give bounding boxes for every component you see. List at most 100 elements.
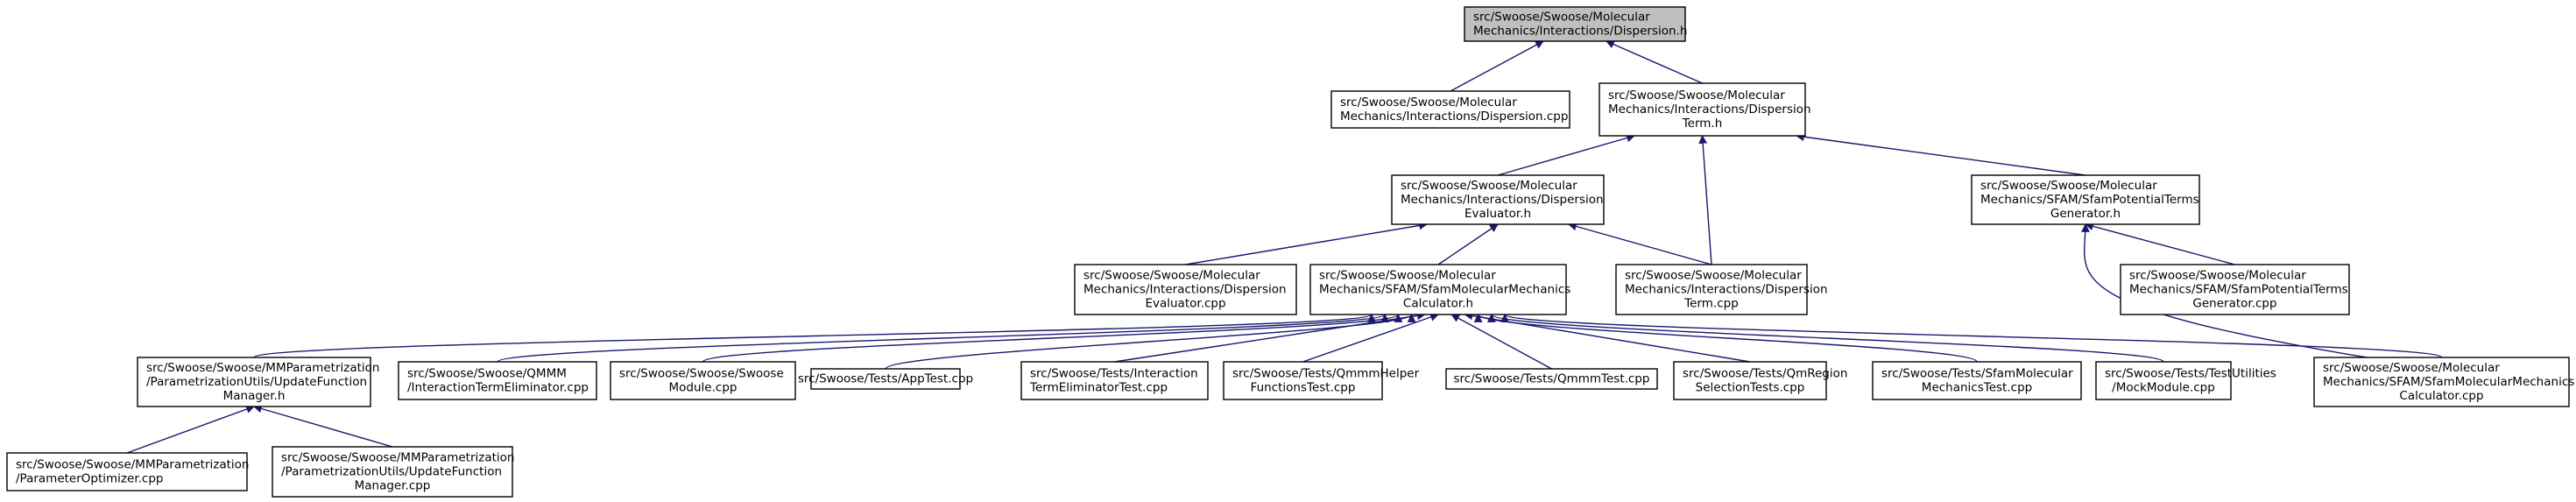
graph-node-n19[interactable]: src/Swoose/Swoose/MolecularMechanics/SFA…: [2313, 357, 2574, 407]
graph-node-n14[interactable]: src/Swoose/Tests/QmmmHelperFunctionsTest…: [1223, 361, 1420, 400]
graph-node-n1[interactable]: src/Swoose/Swoose/MolecularMechanics/Int…: [1330, 90, 1570, 129]
edge-n15-to-n6: [1450, 314, 1552, 370]
node-box: [1971, 174, 2200, 225]
node-box: [272, 446, 513, 498]
node-box: [1309, 264, 1567, 315]
node-label-line: /ParameterOptimizer.cpp: [16, 472, 163, 486]
node-label-line: TermEliminatorTest.cpp: [1029, 381, 1168, 395]
node-label-line: src/Swoose/Tests/SfamMolecular: [1881, 367, 2073, 381]
node-box: [137, 357, 371, 407]
edge-n19-to-n4: [2081, 223, 2368, 358]
node-label-line: Manager.cpp: [355, 479, 431, 493]
graph-node-n17[interactable]: src/Swoose/Tests/SfamMolecularMechanicsT…: [1872, 361, 2082, 400]
edge-n9-to-n6: [253, 314, 1376, 358]
node-label-line: src/Swoose/Swoose/Molecular: [1401, 179, 1577, 193]
edges-layer: [126, 40, 2443, 454]
graph-node-n9[interactable]: src/Swoose/Swoose/MMParametrization/Para…: [137, 357, 380, 407]
graph-node-n8[interactable]: src/Swoose/Swoose/MolecularMechanics/SFA…: [2120, 264, 2350, 315]
graph-node-n10[interactable]: src/Swoose/Swoose/QMMM/InteractionTermEl…: [398, 361, 597, 400]
node-label-line: src/Swoose/Swoose/Molecular: [1319, 269, 1496, 283]
node-label-line: src/Swoose/Tests/AppTest.cpp: [798, 372, 973, 386]
node-label-line: src/Swoose/Swoose/MMParametrization: [16, 458, 250, 472]
edge-n2-to-n0: [1606, 40, 1703, 84]
node-box: [1020, 361, 1209, 400]
graph-node-n7[interactable]: src/Swoose/Swoose/MolecularMechanics/Int…: [1615, 264, 1828, 315]
graph-node-n2[interactable]: src/Swoose/Swoose/MolecularMechanics/Int…: [1599, 82, 1811, 137]
graph-node-n21[interactable]: src/Swoose/Swoose/MMParametrization/Para…: [272, 446, 515, 498]
node-label-line: src/Swoose/Tests/QmRegion: [1683, 367, 1847, 381]
node-label-line: src/Swoose/Swoose/Molecular: [1980, 179, 2157, 193]
node-label-line: Generator.cpp: [2192, 297, 2276, 311]
node-box: [810, 368, 961, 390]
node-label-line: src/Swoose/Swoose/MMParametrization: [281, 451, 515, 465]
node-box: [1872, 361, 2082, 400]
edge-n8-to-n4: [2085, 222, 2235, 265]
edge-n13-to-n6: [1114, 311, 1426, 363]
node-box: [1223, 361, 1383, 400]
edge-n10-to-n6: [497, 314, 1389, 363]
node-label-line: MechanicsTest.cpp: [1922, 381, 2032, 395]
node-label-line: src/Swoose/Swoose/Molecular: [1083, 269, 1260, 283]
node-label-line: /ParametrizationUtils/UpdateFunction: [281, 465, 502, 479]
node-label-line: Mechanics/Interactions/Dispersion: [1608, 103, 1811, 117]
node-box: [1599, 82, 1806, 137]
graph-node-n20[interactable]: src/Swoose/Swoose/MMParametrization/Para…: [6, 452, 250, 491]
node-box: [1464, 6, 1686, 42]
edge-n21-to-n9: [253, 404, 393, 448]
node-label-line: src/Swoose/Tests/QmmmTest.cpp: [1454, 372, 1650, 386]
node-label-line: Term.h: [1682, 117, 1723, 131]
graph-node-n0[interactable]: src/Swoose/Swoose/MolecularMechanics/Int…: [1464, 6, 1687, 42]
edge-n5-to-n3: [1185, 221, 1428, 265]
node-label-line: src/Swoose/Swoose/QMMM: [407, 367, 567, 381]
node-label-line: Mechanics/SFAM/SfamMolecularMechanics: [2323, 375, 2574, 389]
node-label-line: /MockModule.cpp: [2112, 381, 2215, 395]
node-box: [1330, 90, 1570, 129]
node-label-line: Mechanics/SFAM/SfamPotentialTerms: [2129, 283, 2348, 297]
graph-node-n13[interactable]: src/Swoose/Tests/InteractionTermEliminat…: [1020, 361, 1209, 400]
node-label-line: Generator.h: [2050, 207, 2121, 221]
node-label-line: src/Swoose/Swoose/Molecular: [1608, 88, 1785, 103]
node-label-line: /ParametrizationUtils/UpdateFunction: [146, 375, 367, 389]
graph-node-n15[interactable]: src/Swoose/Tests/QmmmTest.cpp: [1445, 368, 1658, 390]
node-box: [2120, 264, 2350, 315]
graph-node-n18[interactable]: src/Swoose/Tests/TestUtilities/MockModul…: [2095, 361, 2276, 400]
edge-n18-to-n6: [1487, 314, 2164, 363]
edge-n4-to-n2: [1796, 132, 2086, 176]
edge-n1-to-n0: [1450, 40, 1544, 92]
node-label-line: Mechanics/SFAM/SfamMolecularMechanics: [1319, 283, 1570, 297]
node-label-line: Evaluator.cpp: [1145, 297, 1225, 311]
edge-n6-to-n3: [1437, 223, 1499, 265]
node-label-line: Manager.h: [223, 389, 286, 403]
node-label-line: src/Swoose/Tests/Interaction: [1030, 367, 1198, 381]
graph-node-n4[interactable]: src/Swoose/Swoose/MolecularMechanics/SFA…: [1971, 174, 2200, 225]
graph-node-n16[interactable]: src/Swoose/Tests/QmRegionSelectionTests.…: [1673, 361, 1847, 400]
node-label-line: src/Swoose/Swoose/Swoose: [619, 367, 784, 381]
node-box: [1391, 174, 1605, 225]
nodes-layer: src/Swoose/Swoose/MolecularMechanics/Int…: [6, 6, 2574, 498]
node-label-line: src/Swoose/Swoose/Molecular: [1473, 11, 1650, 25]
graph-node-n5[interactable]: src/Swoose/Swoose/MolecularMechanics/Int…: [1074, 264, 1297, 315]
node-label-line: FunctionsTest.cpp: [1251, 381, 1356, 395]
graph-node-n12[interactable]: src/Swoose/Tests/AppTest.cpp: [798, 368, 973, 390]
node-label-line: Evaluator.h: [1464, 207, 1531, 221]
edge-n20-to-n9: [126, 405, 255, 454]
graph-node-n6[interactable]: src/Swoose/Swoose/MolecularMechanics/SFA…: [1309, 264, 1570, 315]
node-box: [1074, 264, 1297, 315]
node-label-line: src/Swoose/Swoose/MMParametrization: [146, 361, 380, 375]
node-label-line: Mechanics/SFAM/SfamPotentialTerms: [1980, 193, 2199, 207]
edge-n19-to-n6: [1500, 314, 2443, 358]
node-label-line: Mechanics/Interactions/Dispersion: [1401, 193, 1604, 207]
node-box: [2313, 357, 2570, 407]
node-label-line: Mechanics/Interactions/Dispersion: [1625, 283, 1828, 297]
graph-node-n3[interactable]: src/Swoose/Swoose/MolecularMechanics/Int…: [1391, 174, 1605, 225]
node-box: [1615, 264, 1808, 315]
edge-n7-to-n2: [1698, 135, 1712, 265]
node-label-line: Mechanics/Interactions/Dispersion.cpp: [1340, 110, 1568, 124]
edge-n14-to-n6: [1302, 313, 1439, 363]
node-label-line: src/Swoose/Tests/TestUtilities: [2105, 367, 2276, 381]
node-label-line: src/Swoose/Swoose/Molecular: [1625, 269, 1802, 283]
node-label-line: Calculator.h: [1403, 297, 1473, 311]
edge-n11-to-n6: [702, 314, 1402, 363]
node-label-line: /InteractionTermEliminator.cpp: [407, 381, 589, 395]
